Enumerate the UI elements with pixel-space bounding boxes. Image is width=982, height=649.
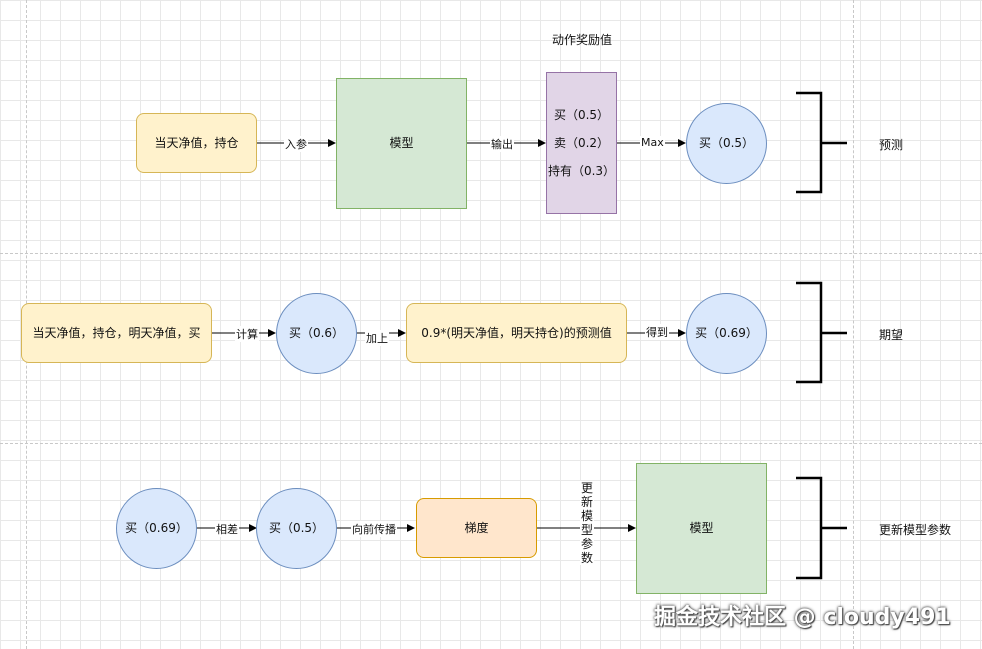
row1-result-circle: 买（0.5） — [686, 103, 767, 184]
edge-label-input: 入参 — [284, 136, 308, 152]
action-buy: 买（0.5） — [553, 107, 610, 122]
guide-line-right — [853, 0, 854, 649]
side-label-expect: 期望 — [879, 328, 904, 342]
row3-model-node: 模型 — [636, 463, 767, 594]
side-label-update: 更新模型参数 — [879, 523, 952, 537]
edge-label-backprop: 向前传播 — [351, 521, 397, 537]
edge-label-diff: 相差 — [215, 521, 239, 537]
row1-input-node: 当天净值，持仓 — [136, 113, 257, 173]
side-label-predict: 预测 — [879, 138, 904, 152]
edge-label-add: 加上 — [365, 330, 389, 346]
bracket-row1 — [796, 91, 847, 194]
watermark: 掘金技术社区 @ cloudy491 — [654, 605, 951, 630]
guide-line-row2 — [0, 443, 982, 444]
edge-label-compute: 计算 — [235, 326, 259, 342]
row3-predicted-circle: 买（0.5） — [256, 488, 337, 569]
bracket-row3 — [796, 476, 847, 580]
edge-label-get: 得到 — [645, 324, 669, 340]
bracket-row2 — [796, 281, 847, 384]
edge-label-max: Max — [640, 136, 665, 149]
gradient-node: 梯度 — [416, 498, 537, 558]
row2-reward-circle: 买（0.6） — [276, 293, 357, 374]
edge-label-update-params: 更新模型参数 — [580, 481, 594, 565]
edge-label-output: 输出 — [490, 136, 514, 152]
action-sell: 卖（0.2） — [553, 135, 610, 150]
formula-node: 0.9*(明天净值，明天持仓)的预测值 — [406, 303, 627, 363]
row3-expected-circle: 买（0.69） — [116, 488, 197, 569]
action-reward-title: 动作奖励值 — [552, 33, 613, 47]
actions-node: 买（0.5） 卖（0.2） 持有（0.3） — [546, 72, 617, 214]
guide-line-row1 — [0, 253, 982, 254]
row2-input-node: 当天净值，持仓，明天净值，买 — [21, 303, 212, 363]
action-hold: 持有（0.3） — [547, 163, 616, 178]
row1-model-node: 模型 — [336, 78, 467, 209]
row2-result-circle: 买（0.69） — [686, 293, 767, 374]
